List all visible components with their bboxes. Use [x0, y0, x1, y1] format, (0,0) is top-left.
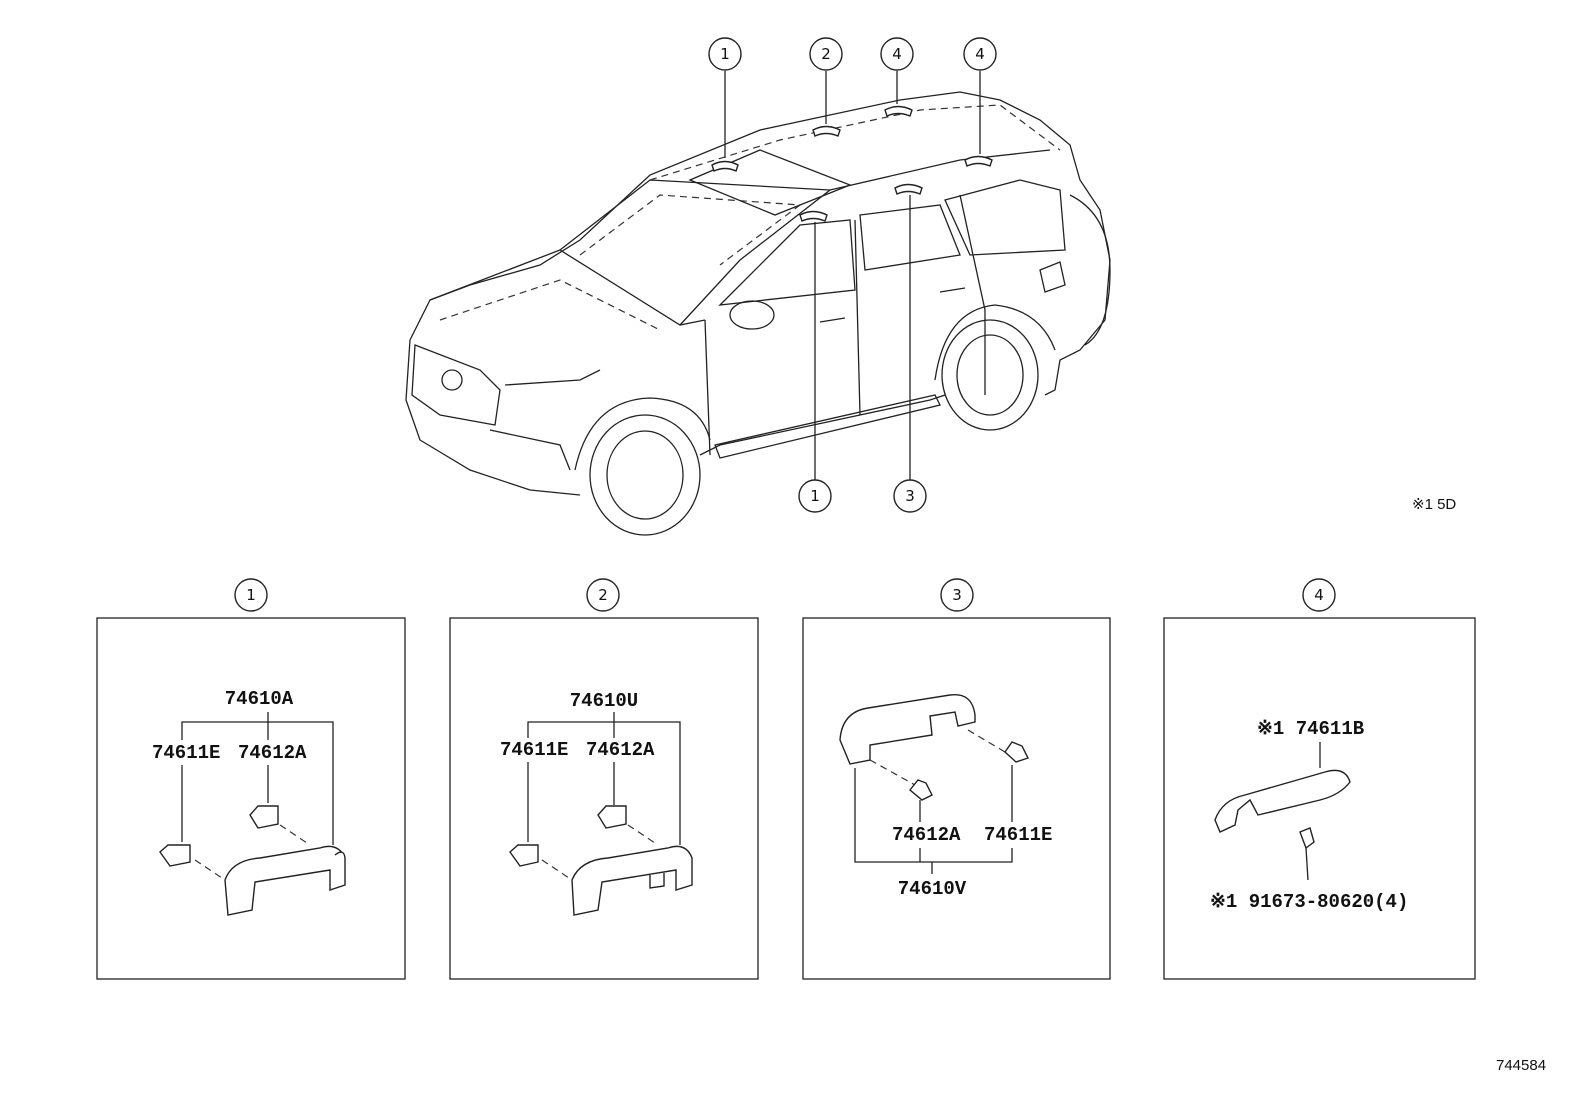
- panel-2-right-part-label: 74612A: [586, 739, 655, 761]
- panel-1-right-part-label: 74612A: [238, 742, 307, 764]
- panel-3-left-part-label: 74612A: [892, 824, 961, 846]
- panel-2: 2 74610U 74611E 74612A: [449, 578, 759, 980]
- panel-1-assembly-label: 74610A: [225, 688, 294, 710]
- panel-2-assembly-label: 74610U: [570, 690, 638, 712]
- callout-4-top-b: 4: [963, 37, 997, 71]
- panel-4-grip-label: ※1 74611B: [1257, 718, 1364, 740]
- panel-2-number: 2: [598, 586, 608, 604]
- variant-note: ※1 5D: [1412, 496, 1456, 513]
- panel-1-left-part-label: 74611E: [152, 742, 220, 764]
- callout-leaders: [724, 71, 981, 480]
- panel-1-number: 1: [246, 586, 256, 604]
- callout-2-top: 2: [809, 37, 843, 71]
- callout-3-bottom: 3: [893, 479, 927, 513]
- svg-text:2: 2: [821, 45, 831, 63]
- panel-4-screw-label: ※1 91673-80620(4): [1210, 891, 1408, 913]
- callout-1-bottom: 1: [798, 479, 832, 513]
- svg-text:4: 4: [892, 45, 902, 63]
- svg-text:3: 3: [905, 487, 915, 505]
- svg-text:4: 4: [975, 45, 985, 63]
- panel-3-assembly-label: 74610V: [898, 878, 967, 900]
- callout-1-top: 1: [708, 37, 742, 71]
- panel-1: 1 74610A 74611E 74612A: [96, 578, 406, 980]
- diagram-id: 744584: [1496, 1057, 1546, 1074]
- panel-4-number: 4: [1314, 586, 1324, 604]
- svg-text:1: 1: [810, 487, 820, 505]
- panel-4: 4 ※1 74611B ※1 91673-80620(4): [1163, 578, 1476, 980]
- panel-3-number: 3: [952, 586, 962, 604]
- panel-3: 3 74612A 74611E 74610V: [802, 578, 1111, 980]
- panel-2-left-part-label: 74611E: [500, 739, 568, 761]
- vehicle-illustration: [405, 91, 1111, 536]
- panel-3-right-part-label: 74611E: [984, 824, 1052, 846]
- callout-4-top-a: 4: [880, 37, 914, 71]
- svg-text:1: 1: [720, 45, 730, 63]
